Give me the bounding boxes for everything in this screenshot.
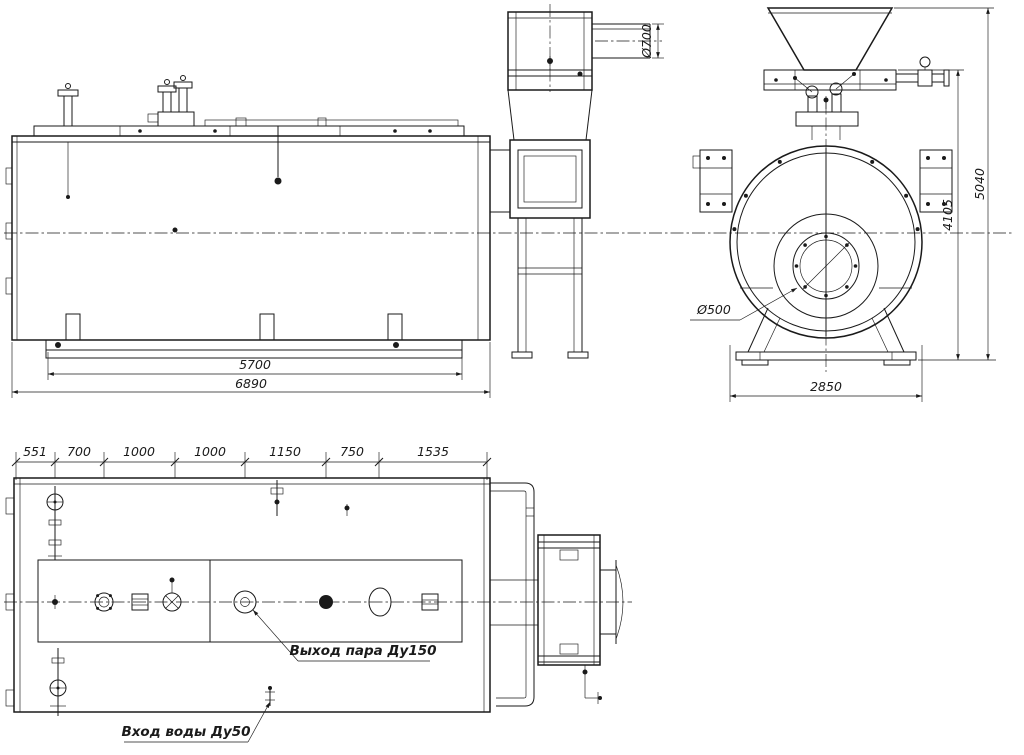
front-view-dimensions: 2850 4105 5040 Ø500 bbox=[690, 7, 996, 402]
dim-chain-2: 1000 bbox=[123, 444, 155, 459]
plan-dimension-chain: 551 700 1000 1000 1150 750 1535 bbox=[11, 444, 492, 480]
plan-fittings bbox=[94, 577, 439, 617]
plan-view bbox=[5, 477, 624, 716]
callout-steam-outlet: Выход пара Ду150 bbox=[252, 609, 437, 662]
dim-chain-1: 700 bbox=[67, 444, 91, 459]
side-view-dimensions: 5700 6890 bbox=[11, 342, 491, 398]
dim-burner-opening: Ø500 bbox=[696, 302, 731, 317]
dim-height-to-valves: 4105 bbox=[940, 199, 955, 231]
dim-overall-length: 6890 bbox=[235, 376, 267, 391]
callout-water-inlet: Вход воды Ду50 bbox=[121, 701, 271, 743]
dim-skid-length: 5700 bbox=[239, 357, 271, 372]
dim-chain-0: 551 bbox=[23, 444, 47, 459]
steam-outlet-label: Выход пара Ду150 bbox=[290, 643, 437, 659]
front-right-bracket bbox=[919, 149, 953, 213]
steam-outlet-flange bbox=[233, 590, 257, 614]
dim-flue-diameter: Ø700 bbox=[639, 24, 654, 59]
front-side-valve bbox=[896, 56, 950, 87]
plan-feed-pipe bbox=[490, 482, 535, 707]
side-view bbox=[5, 75, 510, 359]
side-steam-valve-cluster bbox=[147, 75, 195, 127]
dim-chain-6: 1535 bbox=[417, 444, 449, 459]
dim-chain-4: 1150 bbox=[269, 444, 301, 459]
dim-overall-height: 5040 bbox=[972, 168, 987, 200]
plan-economizer bbox=[490, 534, 624, 704]
water-inlet-fitting bbox=[265, 686, 275, 706]
dim-chain-5: 750 bbox=[340, 444, 364, 459]
stack-assembly bbox=[507, 11, 651, 359]
front-left-bracket bbox=[692, 149, 733, 213]
dim-base-width: 2850 bbox=[810, 379, 842, 394]
stack-dimensions: Ø700 bbox=[639, 23, 664, 59]
front-view bbox=[692, 7, 953, 366]
side-safety-valve bbox=[57, 83, 79, 199]
dim-chain-3: 1000 bbox=[194, 444, 226, 459]
plan-top-valve bbox=[46, 486, 64, 609]
water-inlet-label: Вход воды Ду50 bbox=[121, 724, 250, 740]
front-valve-cluster bbox=[793, 72, 859, 140]
plan-bottom-valve bbox=[49, 648, 67, 716]
